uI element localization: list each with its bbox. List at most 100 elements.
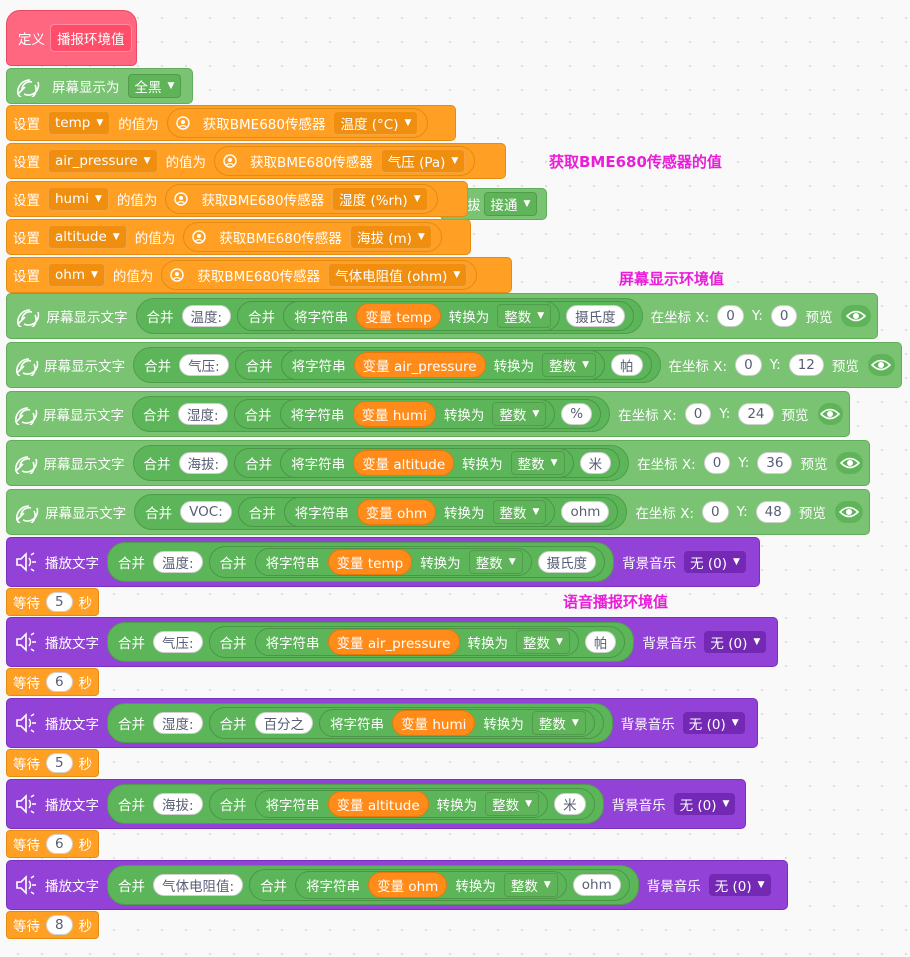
screen-fill-dropdown[interactable]: 全黑▼ xyxy=(127,74,182,98)
sensor-option-dropdown[interactable]: 气压 (Pa)▼ xyxy=(380,149,466,173)
variable-reporter[interactable]: 变量 ohm xyxy=(368,872,448,898)
x-input[interactable]: 0 xyxy=(735,354,762,376)
variable-dropdown[interactable]: altitude▼ xyxy=(48,225,127,249)
unit-input[interactable]: 米 xyxy=(554,793,586,815)
screen-fill-block[interactable]: 屏幕显示为 全黑▼ xyxy=(6,68,193,104)
variable-reporter[interactable]: 变量 air_pressure xyxy=(353,352,486,378)
sensor-reporter[interactable]: 获取BME680传感器温度 (°C)▼ xyxy=(166,108,429,138)
sensor-reporter[interactable]: 获取BME680传感器气压 (Pa)▼ xyxy=(214,146,476,176)
unit-input[interactable]: 摄氏度 xyxy=(537,551,597,573)
type-dropdown[interactable]: 整数▼ xyxy=(485,792,540,816)
unit-input[interactable]: 摄氏度 xyxy=(566,305,625,327)
variable-reporter[interactable]: 变量 temp xyxy=(356,303,441,329)
type-dropdown[interactable]: 整数▼ xyxy=(516,630,570,654)
variable-dropdown[interactable]: temp▼ xyxy=(48,111,111,135)
define-name[interactable]: 播报环境值 xyxy=(50,24,132,52)
x-input[interactable]: 0 xyxy=(702,501,729,523)
eye-icon[interactable] xyxy=(817,403,843,425)
eye-icon[interactable] xyxy=(841,305,871,327)
type-dropdown[interactable]: 整数▼ xyxy=(492,402,547,426)
variable-reporter[interactable]: 变量 humi xyxy=(352,401,436,427)
x-input[interactable]: 0 xyxy=(717,305,744,327)
eye-icon[interactable] xyxy=(867,354,895,376)
bgm-dropdown[interactable]: 无 (0)▼ xyxy=(704,631,767,653)
prefix-input[interactable]: 温度: xyxy=(181,305,232,327)
define-block[interactable]: 定义 播报环境值 xyxy=(6,10,137,66)
prefix-input[interactable]: 海拔: xyxy=(153,793,203,815)
unit-input[interactable]: 米 xyxy=(579,452,612,474)
variable-dropdown[interactable]: ohm▼ xyxy=(48,263,105,287)
type-dropdown[interactable]: 整数▼ xyxy=(510,451,565,475)
unit-input[interactable]: 帕 xyxy=(611,354,643,376)
variable-dropdown[interactable]: air_pressure▼ xyxy=(48,149,158,173)
variable-reporter[interactable]: 变量 altitude xyxy=(327,791,429,817)
bgm-dropdown[interactable]: 无 (0)▼ xyxy=(673,793,736,815)
sensor-option-dropdown[interactable]: 气体电阻值 (ohm)▼ xyxy=(328,263,468,287)
unit-input[interactable]: ohm xyxy=(561,501,610,523)
prefix-input[interactable]: 湿度: xyxy=(178,403,228,425)
y-input[interactable]: 36 xyxy=(757,452,793,474)
wait-seconds-input[interactable]: 5 xyxy=(46,753,73,773)
variable-reporter[interactable]: 变量 air_pressure xyxy=(327,629,460,655)
type-dropdown[interactable]: 整数▼ xyxy=(497,304,552,328)
sensor-reporter[interactable]: 获取BME680传感器气体电阻值 (ohm)▼ xyxy=(161,260,478,290)
y-input[interactable]: 24 xyxy=(738,403,774,425)
y-input[interactable]: 0 xyxy=(770,305,798,327)
variable-reporter[interactable]: 变量 humi xyxy=(392,710,476,736)
prefix-input[interactable]: 气体电阻值: xyxy=(153,874,244,896)
type-dropdown[interactable]: 整数▼ xyxy=(492,500,547,524)
y-input[interactable]: 48 xyxy=(755,501,791,523)
wait-seconds-input[interactable]: 6 xyxy=(46,672,73,692)
type-dropdown[interactable]: 整数▼ xyxy=(468,550,523,574)
sensor-reporter[interactable]: 获取BME680传感器海拔 (m)▼ xyxy=(183,222,442,252)
variable-dropdown[interactable]: humi▼ xyxy=(48,187,109,211)
wait-seconds-input[interactable]: 5 xyxy=(46,592,73,612)
variable-reporter[interactable]: 变量 altitude xyxy=(353,450,455,476)
hidden-fragment-dropdown[interactable]: 接通▼ xyxy=(483,192,538,216)
extra-input[interactable]: 百分之 xyxy=(254,712,314,734)
type-dropdown[interactable]: 整数▼ xyxy=(503,873,558,897)
sensor-option-dropdown[interactable]: 湿度 (%rh)▼ xyxy=(332,187,428,211)
eye-icon[interactable] xyxy=(834,501,863,523)
eye-icon[interactable] xyxy=(836,452,863,474)
variable-reporter[interactable]: 变量 temp xyxy=(327,549,413,575)
